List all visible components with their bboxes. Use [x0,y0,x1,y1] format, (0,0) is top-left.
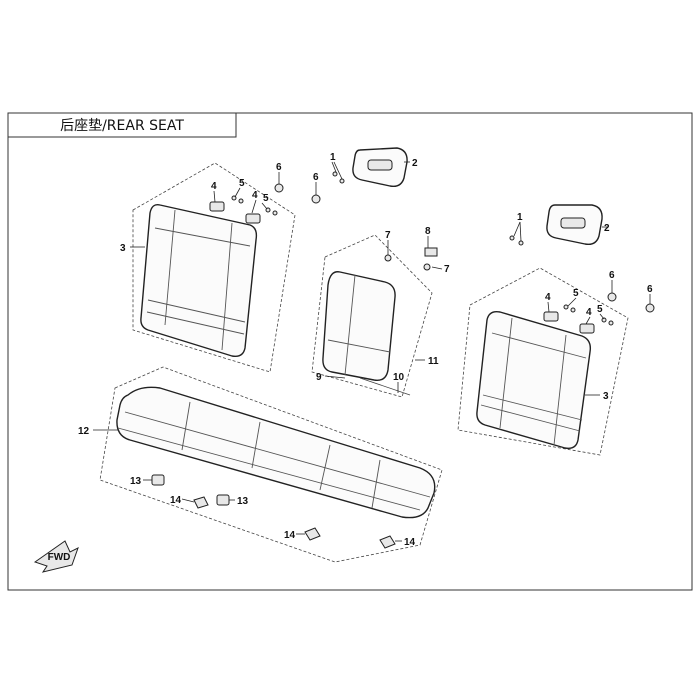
right-nut-b [645,303,655,313]
callout-5-right-a: 5 [573,288,579,299]
right-bracket-b [579,323,595,334]
right-seat-back-group [457,267,655,456]
cushion-nut-14c [379,535,396,549]
left-bracket-a [209,201,225,212]
right-nut-a [607,292,617,302]
cushion-foot-13b [216,494,230,506]
center-back-outline [311,234,433,398]
callout-5-left-b: 5 [263,193,269,204]
left-seat-back [140,203,258,358]
fwd-arrow: FWD [33,540,79,573]
callout-14-a: 14 [170,495,182,506]
callout-6-right-b: 6 [647,284,653,295]
leader-lines [93,161,651,542]
callout-13-b: 13 [237,496,249,507]
left-back-outline [132,162,296,373]
fwd-label: FWD [48,552,71,563]
callout-11: 11 [428,356,439,367]
left-seat-back-group [132,162,321,373]
callout-3-left: 3 [120,243,126,254]
callout-5-right-b: 5 [597,304,603,315]
cushion-nut-14a [193,496,209,509]
callout-12: 12 [78,426,90,437]
page-title: 后座垫/REAR SEAT [60,118,184,134]
title-box [7,112,237,138]
callout-7-a: 7 [385,230,391,241]
callout-10: 10 [393,372,405,383]
callout-2-right: 2 [604,223,610,234]
callout-3-right: 3 [603,391,609,402]
left-bracket-b [245,213,261,224]
callout-6-left-a: 6 [276,162,282,173]
right-bracket-a [543,311,559,322]
left-nut-a [274,183,284,193]
diagram-frame [7,112,693,591]
callout-4-right-b: 4 [586,307,592,318]
right-headrest-group [509,204,603,246]
callout-4-left-a: 4 [211,181,217,192]
callout-7-b: 7 [444,264,450,275]
cushion-outline [99,366,443,563]
callout-5-left-a: 5 [239,178,245,189]
center-seat-back [322,271,396,381]
left-nut-b [311,194,321,204]
callout-14-c: 14 [404,537,416,548]
callout-1-right: 1 [517,212,523,223]
callout-4-left-b: 4 [252,190,258,201]
right-back-outline [457,267,629,456]
callout-6-right-a: 6 [609,270,615,281]
callout-1-left: 1 [330,152,336,163]
callout-6-left-b: 6 [313,172,319,183]
callout-14-b: 14 [284,530,296,541]
callout-4-right-a: 4 [545,292,551,303]
cushion-nut-14b [304,527,321,541]
cushion-foot-13a [151,474,165,486]
seat-cushion [116,386,436,519]
callout-9: 9 [316,372,322,383]
callout-13-a: 13 [130,476,142,487]
right-seat-back [476,310,592,450]
seat-cushion-group [99,366,443,563]
callout-2-left: 2 [412,158,418,169]
callout-8: 8 [425,226,431,237]
center-seat-back-group [311,234,438,398]
center-rod [359,377,411,396]
left-headrest-group [332,147,408,188]
center-latch [424,247,438,257]
callout-numbers: 3 4 5 5 4 6 6 1 2 8 7 7 11 9 10 1 2 6 6 … [78,152,653,548]
